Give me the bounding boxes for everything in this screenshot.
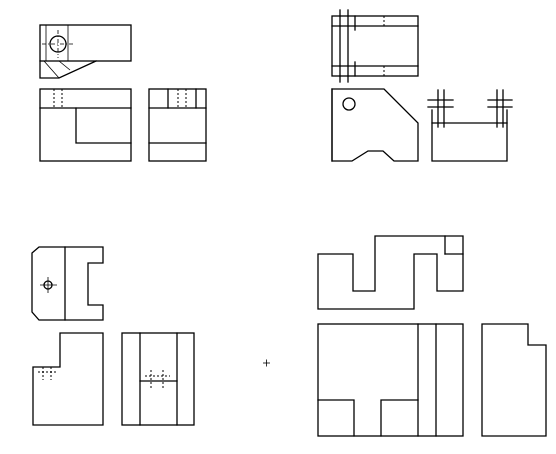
problem-c bbox=[31, 246, 195, 426]
problem-b bbox=[331, 9, 513, 162]
problem-a bbox=[39, 24, 207, 162]
problem-c-side-view bbox=[121, 332, 195, 426]
problem-d bbox=[317, 235, 547, 437]
problem-d-side-view bbox=[481, 323, 547, 437]
problem-a-front-view bbox=[39, 88, 132, 162]
problem-d-front-view bbox=[317, 323, 464, 437]
problem-c-top-view bbox=[31, 246, 104, 321]
hole-circle bbox=[342, 97, 356, 111]
problem-b-side-view bbox=[427, 89, 513, 162]
problem-d-top-view bbox=[317, 235, 464, 310]
problem-a-top-view bbox=[39, 24, 132, 79]
problem-c-front-view bbox=[32, 332, 104, 426]
problem-a-side-view bbox=[148, 88, 207, 162]
problem-b-front-view bbox=[331, 88, 419, 162]
problem-b-top-view bbox=[331, 9, 419, 83]
center-cross-marker bbox=[263, 359, 270, 367]
